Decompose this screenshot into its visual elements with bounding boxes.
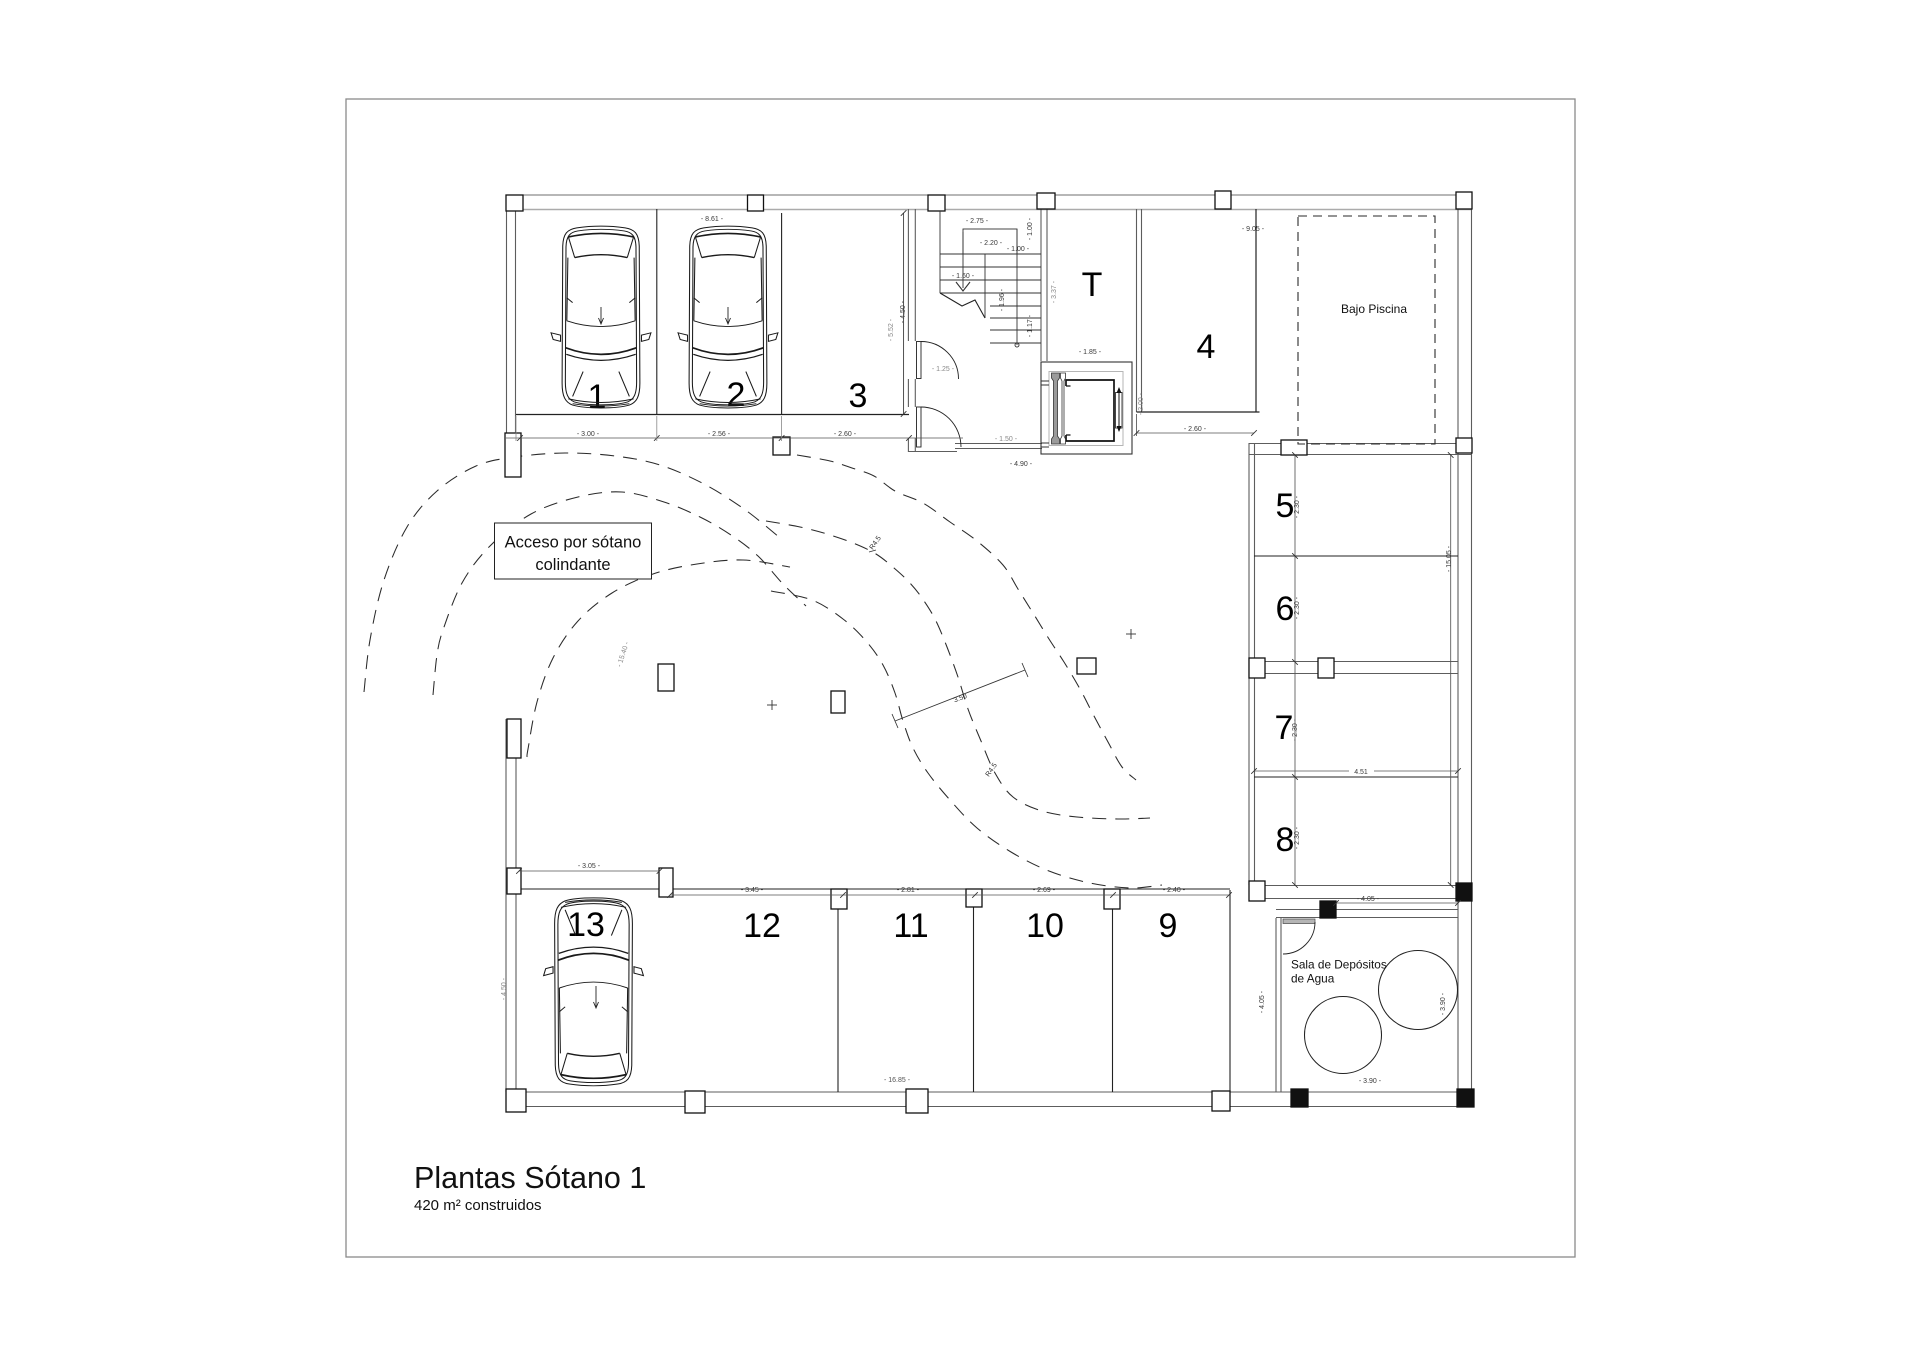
svg-text:- 1.00 -: - 1.00 -: [1007, 246, 1030, 253]
svg-text:- 2.56 -: - 2.56 -: [708, 431, 731, 438]
svg-text:T: T: [1082, 266, 1103, 304]
svg-text:5: 5: [1276, 487, 1295, 525]
svg-text:Acceso por sótano: Acceso por sótano: [505, 534, 642, 552]
svg-text:- 1.50 -: - 1.50 -: [995, 436, 1018, 443]
svg-text:Sala de Depósitos: Sala de Depósitos: [1291, 958, 1387, 972]
svg-text:- 1.25 -: - 1.25 -: [932, 366, 955, 373]
svg-text:Plantas Sótano 1: Plantas Sótano 1: [414, 1161, 646, 1195]
svg-text:11: 11: [893, 907, 928, 945]
svg-text:- 4.50 -: - 4.50 -: [501, 977, 508, 1000]
svg-text:colindante: colindante: [535, 556, 610, 574]
svg-text:Bajo Piscina: Bajo Piscina: [1341, 302, 1407, 316]
svg-text:3: 3: [849, 377, 868, 415]
svg-text:- 2.40 -: - 2.40 -: [1163, 887, 1186, 894]
svg-text:- 16.85 -: - 16.85 -: [884, 1077, 911, 1084]
svg-text:- 5.52 -: - 5.52 -: [888, 318, 895, 341]
svg-text:- 4.05 -: - 4.05 -: [1259, 990, 1266, 1013]
svg-text:- 9.05 -: - 9.05 -: [1242, 226, 1265, 233]
svg-text:de Agua: de Agua: [1291, 972, 1335, 986]
svg-text:6: 6: [1276, 590, 1295, 628]
svg-text:13: 13: [567, 906, 605, 944]
svg-text:- 1.00 -: - 1.00 -: [1027, 217, 1034, 240]
svg-text:3.50: 3.50: [953, 693, 968, 704]
svg-text:- 2.30 -: - 2.30 -: [1294, 826, 1301, 849]
svg-text:- 1.85 -: - 1.85 -: [1079, 349, 1102, 356]
svg-text:1: 1: [588, 378, 607, 416]
svg-text:- 2.30 -: - 2.30 -: [1292, 718, 1299, 741]
svg-text:- 1.96 -: - 1.96 -: [999, 288, 1006, 311]
svg-text:420 m² construidos: 420 m² construidos: [414, 1197, 542, 1214]
svg-text:- 2.75 -: - 2.75 -: [966, 218, 989, 225]
svg-text:- 2.60 -: - 2.60 -: [834, 431, 857, 438]
svg-text:- 1.60 -: - 1.60 -: [952, 273, 975, 280]
svg-text:- 3.00 -: - 3.00 -: [577, 431, 600, 438]
svg-text:- 2.69 -: - 2.69 -: [1033, 887, 1056, 894]
svg-text:- 2.30 -: - 2.30 -: [1294, 596, 1301, 619]
svg-text:4: 4: [1197, 328, 1216, 366]
svg-text:- 3.90 -: - 3.90 -: [1440, 992, 1447, 1015]
svg-text:- 2.30 -: - 2.30 -: [1294, 495, 1301, 518]
svg-text:10: 10: [1026, 907, 1064, 945]
svg-text:- 3.45 -: - 3.45 -: [741, 887, 764, 894]
svg-text:- 2.20 -: - 2.20 -: [980, 240, 1003, 247]
svg-text:- 4.50 -: - 4.50 -: [900, 300, 907, 323]
svg-text:9: 9: [1159, 907, 1178, 945]
svg-text:- 15.05 -: - 15.05 -: [1446, 545, 1453, 572]
svg-text:- 2.60 -: - 2.60 -: [1184, 426, 1207, 433]
svg-text:- 4.05 -: - 4.05 -: [1357, 896, 1380, 903]
svg-text:7: 7: [1275, 709, 1294, 747]
svg-text:- 8.61 -: - 8.61 -: [701, 216, 724, 223]
svg-text:8: 8: [1276, 821, 1295, 859]
svg-text:- 1.17 -: - 1.17 -: [1027, 314, 1034, 337]
svg-text:- 3.90 -: - 3.90 -: [1359, 1078, 1382, 1085]
svg-text:- 2.00 -: - 2.00 -: [1138, 392, 1145, 415]
svg-text:- 2.81 -: - 2.81 -: [897, 887, 920, 894]
svg-text:- 4.90 -: - 4.90 -: [1010, 461, 1033, 468]
svg-text:12: 12: [743, 907, 781, 945]
svg-text:- 3.37 -: - 3.37 -: [1051, 280, 1058, 303]
svg-text:- 3.05 -: - 3.05 -: [578, 863, 601, 870]
svg-text:4.51: 4.51: [1354, 769, 1368, 776]
